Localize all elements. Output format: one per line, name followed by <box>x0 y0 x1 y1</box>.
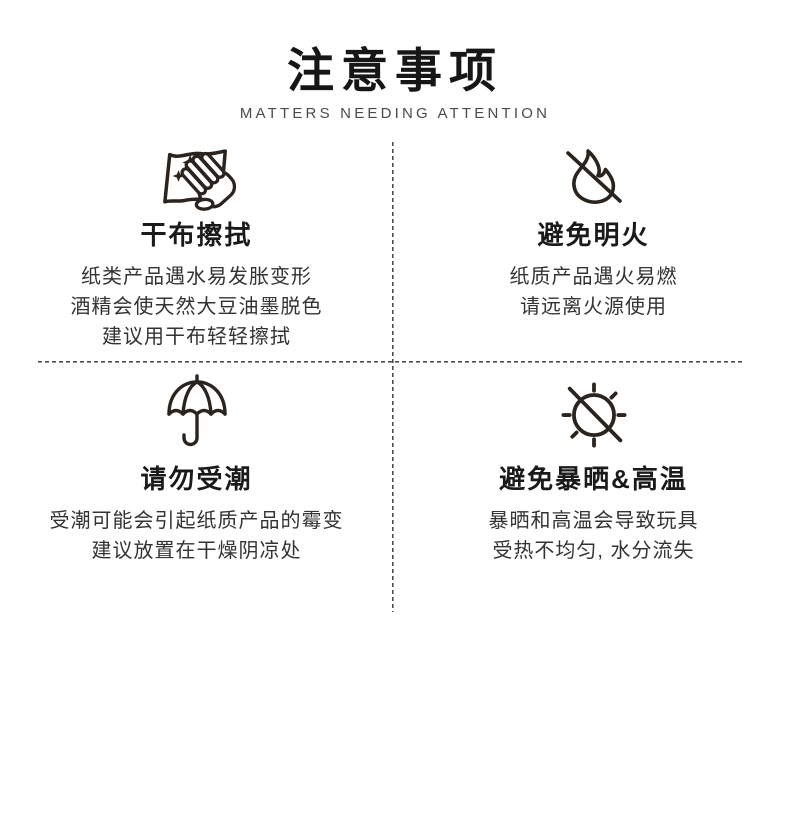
vertical-dashed-divider <box>392 142 394 612</box>
no-open-flame-icon <box>397 138 790 214</box>
section-line: 请远离火源使用 <box>520 296 667 318</box>
section-body: 暴晒和高温会导致玩具 受热不均匀, 水分流失 <box>397 506 790 566</box>
section-line: 建议用干布轻轻擦拭 <box>102 326 291 348</box>
header: 注意事项 MATTERS NEEDING ATTENTION <box>0 44 790 122</box>
section-line: 暴晒和高温会导致玩具 <box>488 510 699 532</box>
horizontal-dashed-divider <box>38 361 745 363</box>
cloth-wipe-hand-icon <box>0 138 393 214</box>
section-dry-cloth-wipe: 干布擦拭 纸类产品遇水易发胀变形 酒精会使天然大豆油墨脱色 建议用干布轻轻擦拭 <box>0 138 393 352</box>
section-line: 建议放置在干燥阴凉处 <box>91 540 302 562</box>
section-avoid-open-flame: 避免明火 纸质产品遇火易燃 请远离火源使用 <box>397 138 790 322</box>
section-body: 受潮可能会引起纸质产品的霉变 建议放置在干燥阴凉处 <box>0 506 393 566</box>
section-title: 请勿受潮 <box>140 464 253 494</box>
umbrella-icon <box>0 370 393 458</box>
section-title: 避免明火 <box>537 220 650 250</box>
section-keep-dry: 请勿受潮 受潮可能会引起纸质产品的霉变 建议放置在干燥阴凉处 <box>0 370 393 566</box>
section-line: 酒精会使天然大豆油墨脱色 <box>70 296 323 318</box>
section-title: 避免暴晒&高温 <box>499 464 688 494</box>
section-line: 纸类产品遇水易发胀变形 <box>81 266 312 288</box>
section-body: 纸类产品遇水易发胀变形 酒精会使天然大豆油墨脱色 建议用干布轻轻擦拭 <box>0 262 393 352</box>
section-line: 受潮可能会引起纸质产品的霉变 <box>49 510 344 532</box>
section-line: 受热不均匀, 水分流失 <box>492 540 695 562</box>
section-line: 纸质产品遇火易燃 <box>509 266 678 288</box>
section-title: 干布擦拭 <box>140 220 253 250</box>
page-subtitle: MATTERS NEEDING ATTENTION <box>239 105 551 123</box>
no-sun-exposure-icon <box>397 370 790 458</box>
section-body: 纸质产品遇火易燃 请远离火源使用 <box>397 262 790 322</box>
page-title: 注意事项 <box>287 44 503 97</box>
section-avoid-sun-heat: 避免暴晒&高温 暴晒和高温会导致玩具 受热不均匀, 水分流失 <box>397 370 790 566</box>
